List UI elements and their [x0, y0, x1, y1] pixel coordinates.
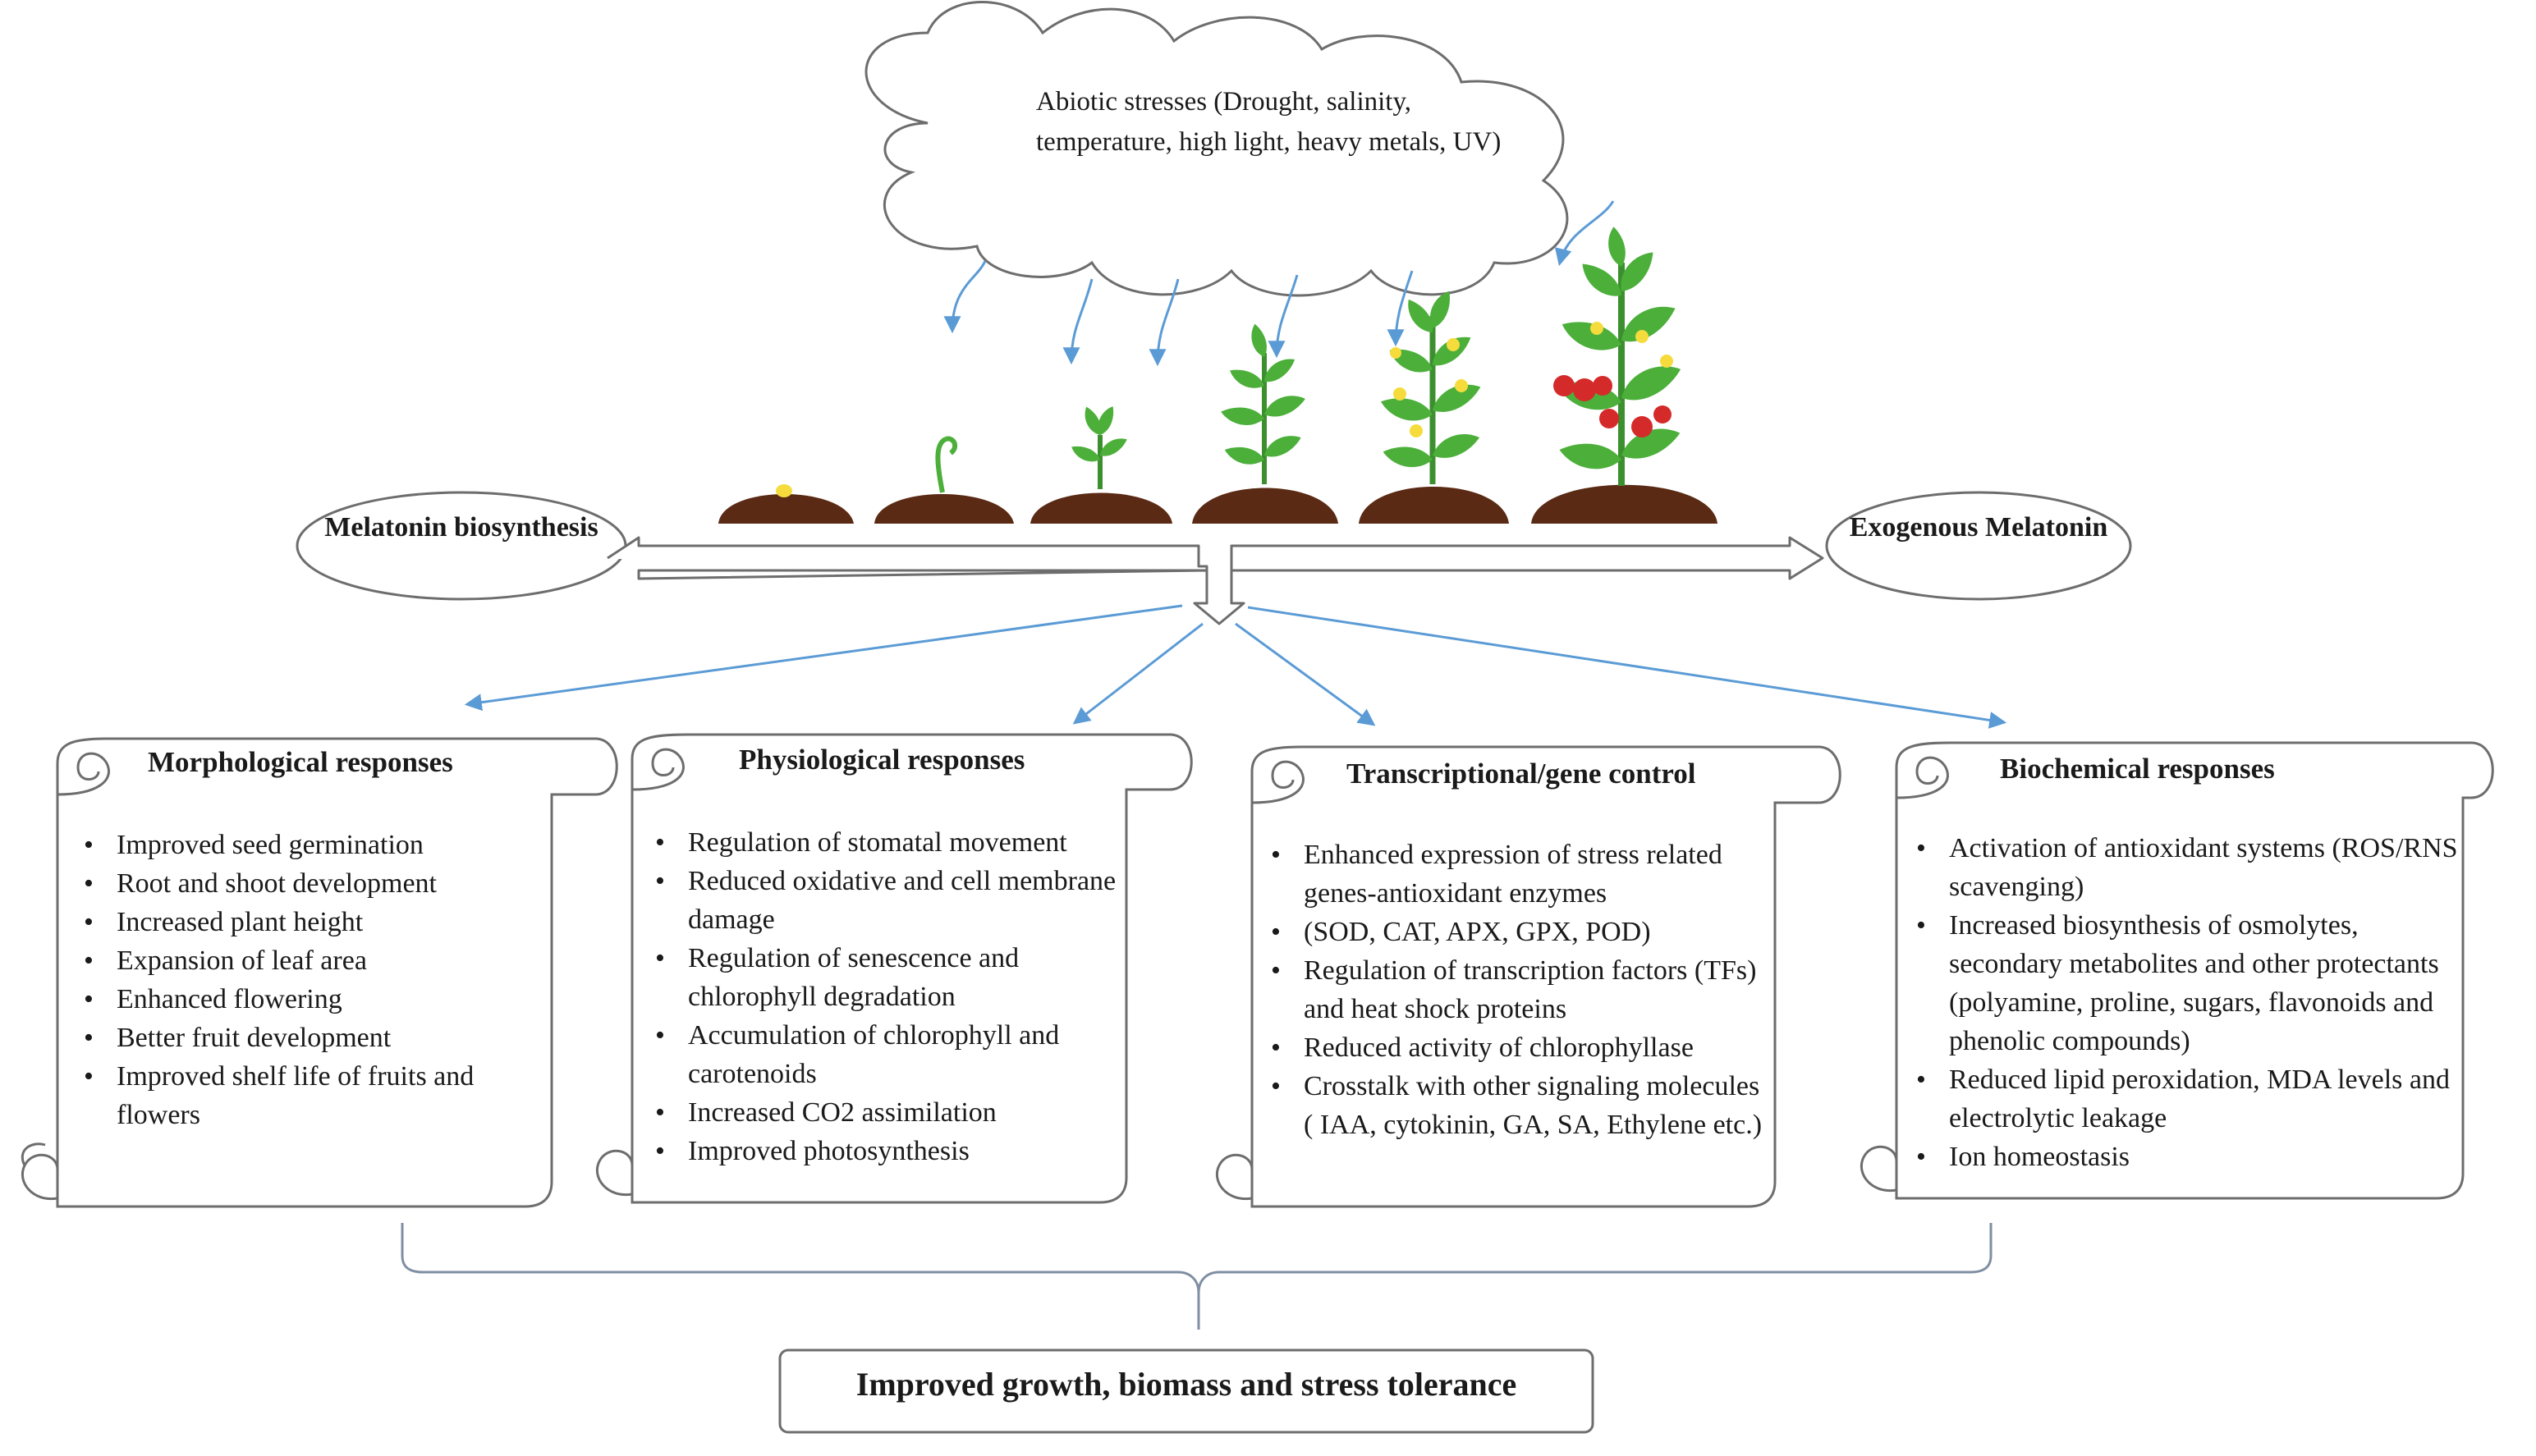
list-item: Improved shelf life of fruits and flower…: [79, 1057, 539, 1134]
soil-mound-1: [718, 484, 854, 524]
morphological-list: Improved seed germination Root and shoot…: [79, 826, 539, 1134]
list-item: Expansion of leaf area: [79, 941, 539, 980]
soil-mound-4: [1192, 322, 1338, 524]
list-item: Enhanced flowering: [79, 980, 539, 1019]
transcriptional-list: Enhanced expression of stress related ge…: [1266, 836, 1775, 1144]
list-item: Regulation of transcription factors (TFs…: [1266, 951, 1775, 1028]
list-item: Activation of antioxidant systems (ROS/R…: [1911, 829, 2470, 906]
plant-growth-stages: [718, 226, 1717, 524]
stress-arrow-3: [1149, 278, 1180, 367]
list-item: Accumulation of chlorophyll and caroteno…: [650, 1016, 1143, 1093]
stress-arrow-6: [1554, 200, 1615, 267]
stress-arrow-1: [943, 260, 987, 334]
stress-arrow-2: [1062, 278, 1094, 365]
bottom-brace: [401, 1223, 1993, 1330]
panel-title-physiological: Physiological responses: [739, 744, 1025, 776]
list-item: Ion homeostasis: [1911, 1138, 2470, 1176]
outcome-box: [778, 1348, 1594, 1434]
branch-arrow-3: [1235, 622, 1376, 726]
stress-arrow-4: [1268, 274, 1299, 359]
stress-cloud-text: Abiotic stresses (Drought, salinity, tem…: [1036, 87, 1502, 157]
list-item: Regulation of stomatal movement: [650, 823, 1143, 862]
branch-arrow-2: [1072, 622, 1204, 725]
branch-arrow-1: [464, 604, 1183, 712]
cloud-shape: [864, 1, 1569, 297]
outcome-label: Improved growth, biomass and stress tole…: [855, 1366, 1517, 1403]
list-item: Increased plant height: [79, 903, 539, 941]
list-item: Enhanced expression of stress related ge…: [1266, 836, 1775, 913]
panel-title-morphological: Morphological responses: [148, 746, 453, 778]
soil-mound-3: [1030, 403, 1172, 524]
stress-arrows: [943, 200, 1615, 367]
biochemical-list: Activation of antioxidant systems (ROS/R…: [1911, 829, 2470, 1176]
list-item: Increased biosynthesis of osmolytes, sec…: [1911, 906, 2470, 1060]
branch-arrows: [464, 604, 2007, 729]
list-item: (SOD, CAT, APX, GPX, POD): [1266, 913, 1775, 951]
soil-mound-2: [874, 436, 1014, 524]
list-item: Better fruit development: [79, 1019, 539, 1057]
soil-mound-5: [1359, 287, 1509, 524]
panel-title-biochemical: Biochemical responses: [2000, 753, 2275, 785]
physiological-list: Regulation of stomatal movement Reduced …: [650, 823, 1143, 1170]
melatonin-biosynthesis-label: Melatonin biosynthesis: [324, 512, 598, 543]
list-item: Crosstalk with other signaling molecules…: [1266, 1067, 1775, 1144]
list-item: Reduced lipid peroxidation, MDA levels a…: [1911, 1060, 2470, 1138]
horizontal-double-arrow: [607, 536, 1824, 625]
soil-mound-6: [1531, 226, 1717, 524]
list-item: Increased CO2 assimilation: [650, 1093, 1143, 1132]
list-item: Improved photosynthesis: [650, 1132, 1143, 1170]
branch-arrow-4: [1247, 606, 2007, 729]
list-item: Root and shoot development: [79, 864, 539, 903]
list-item: Improved seed germination: [79, 826, 539, 864]
panel-title-transcriptional: Transcriptional/gene control: [1346, 758, 1696, 790]
list-item: Reduced activity of chlorophyllase: [1266, 1028, 1775, 1067]
exogenous-melatonin-oval: [1825, 491, 2132, 601]
list-item: Regulation of senescence and chlorophyll…: [650, 939, 1143, 1016]
exogenous-melatonin-label: Exogenous Melatonin: [1849, 512, 2108, 543]
list-item: Reduced oxidative and cell membrane dama…: [650, 862, 1143, 939]
stress-cloud: [864, 1, 1569, 297]
stress-arrow-5: [1387, 270, 1414, 347]
